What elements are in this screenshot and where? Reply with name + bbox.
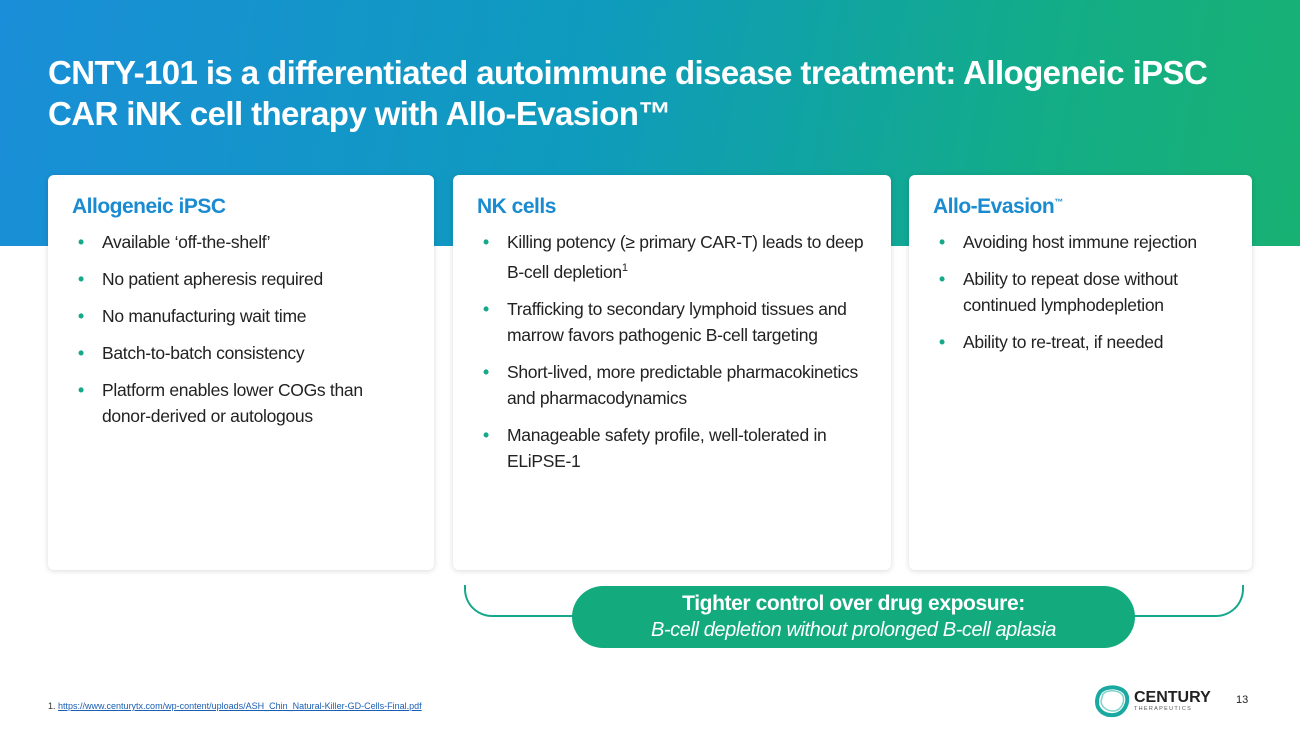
list-item: •No patient apheresis required: [78, 269, 323, 289]
title-line-2: CAR iNK cell therapy with Allo-Evasion™: [48, 95, 671, 132]
century-logo: CENTURY THERAPEUTICS: [1094, 684, 1211, 718]
card-allo-evasion: Allo-Evasion™ •Avoiding host immune reje…: [909, 175, 1252, 570]
card-heading: NK cells: [477, 195, 556, 218]
footnote: 1. https://www.centurytx.com/wp-content/…: [48, 701, 422, 711]
card-heading: Allogeneic iPSC: [72, 195, 226, 218]
title-line-1: CNTY-101 is a differentiated autoimmune …: [48, 54, 1208, 91]
list-item: •Ability to repeat dose without continue…: [939, 269, 1178, 315]
callout-title: Tighter control over drug exposure:: [682, 592, 1025, 615]
card-heading: Allo-Evasion™: [933, 195, 1063, 218]
list-item: •Avoiding host immune rejection: [939, 232, 1197, 252]
footnote-ref: 1: [621, 262, 628, 274]
list-item: •Available ‘off-the-shelf’: [78, 232, 271, 252]
list-item: •Platform enables lower COGs than donor-…: [78, 380, 363, 426]
footnote-link[interactable]: https://www.centurytx.com/wp-content/upl…: [58, 701, 422, 711]
logo-ring-icon: [1094, 685, 1130, 718]
list-item: •No manufacturing wait time: [78, 306, 307, 326]
list-item: •Short-lived, more predictable pharmacok…: [483, 361, 858, 408]
slide-title: CNTY-101 is a differentiated autoimmune …: [48, 52, 1208, 134]
card-nk-cells: NK cells •Killing potency (≥ primary CAR…: [453, 175, 891, 570]
page-number: 13: [1236, 694, 1249, 706]
card-allogeneic-ipsc: Allogeneic iPSC •Available ‘off-the-shel…: [48, 175, 434, 570]
list-item: •Batch-to-batch consistency: [78, 343, 305, 363]
callout-subtitle: B-cell depletion without prolonged B-cel…: [650, 619, 1057, 641]
list-item: •Ability to re-treat, if needed: [939, 332, 1164, 352]
list-item: •Trafficking to secondary lymphoid tissu…: [483, 298, 847, 345]
list-item: •Killing potency (≥ primary CAR-T) leads…: [483, 232, 864, 282]
callout-pill: Tighter control over drug exposure: B-ce…: [572, 586, 1135, 648]
list-item: •Manageable safety profile, well-tolerat…: [483, 424, 827, 471]
